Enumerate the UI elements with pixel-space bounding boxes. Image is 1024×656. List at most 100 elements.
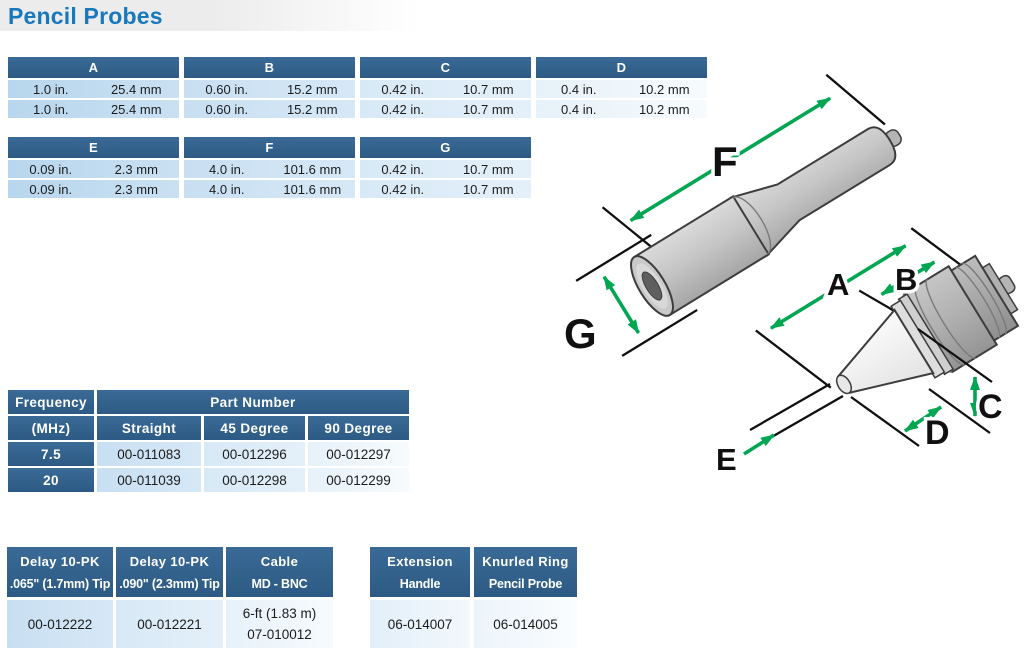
dim-value-mm: 2.3 mm <box>114 181 158 197</box>
header-part-number: Part Number <box>97 390 409 414</box>
header-delay-090: Delay 10-PK .090" (2.3mm) Tip <box>116 547 223 597</box>
table-row: 0.09 in. 2.3 mm <box>8 160 179 178</box>
dim-value-in: 0.09 in. <box>29 161 73 177</box>
pencil-probe-diagram <box>755 227 1020 395</box>
witness-line <box>825 73 886 126</box>
header-straight: Straight <box>97 416 201 440</box>
dim-value-mm: 15.2 mm <box>286 101 338 117</box>
table-row: 0.09 in. 2.3 mm <box>8 180 179 198</box>
part-number-cell: 00-012299 <box>308 468 409 492</box>
col-header-f: F <box>184 137 355 158</box>
dim-arrow-e <box>743 433 775 456</box>
dim-value-mm: 101.6 mm <box>283 161 342 177</box>
header-knurled-ring: Knurled Ring Pencil Probe <box>474 547 577 597</box>
dim-column-e: E 0.09 in. 2.3 mm 0.09 in. 2.3 mm <box>8 137 179 200</box>
col-header-a: A <box>8 57 179 78</box>
table-row: 0.4 in. 10.2 mm <box>536 80 707 98</box>
knurl-line <box>925 278 976 359</box>
header-frequency: Frequency <box>8 390 94 414</box>
dim-value-mm: 10.7 mm <box>462 181 514 197</box>
dim-arrow-g <box>602 275 641 334</box>
handle-shaft <box>729 126 897 258</box>
dim-column-b: B 0.60 in. 15.2 mm 0.60 in. 15.2 mm <box>184 57 355 120</box>
witness-line <box>575 233 652 282</box>
col-header-c: C <box>360 57 531 78</box>
dim-column-a: A 1.0 in. 25.4 mm 1.0 in. 25.4 mm <box>8 57 179 120</box>
dim-value-in: 4.0 in. <box>209 181 245 197</box>
col-header-g: G <box>360 137 531 158</box>
dim-value-in: 0.4 in. <box>561 81 597 97</box>
handle-socket-hole <box>641 271 663 301</box>
witness-line <box>762 395 844 443</box>
dim-label-g: G <box>564 310 597 357</box>
witness-line <box>621 308 698 357</box>
dim-label-c: C <box>978 388 1003 426</box>
part-number-cell: 00-012222 <box>7 600 113 648</box>
part-number-cell: 00-012298 <box>204 468 305 492</box>
dim-value-in: 0.60 in. <box>205 101 249 117</box>
dim-value-in: 1.0 in. <box>33 101 69 117</box>
dimension-table-efg: E 0.09 in. 2.3 mm 0.09 in. 2.3 mm F 4.0 … <box>8 137 531 200</box>
table-row: 0.42 in. 10.7 mm <box>360 160 531 178</box>
dim-value-mm: 15.2 mm <box>286 81 338 97</box>
table-row: 4.0 in. 101.6 mm <box>184 160 355 178</box>
table-row: 4.0 in. 101.6 mm <box>184 180 355 198</box>
part-number-cell: 00-011039 <box>97 468 201 492</box>
dim-value-in: 0.4 in. <box>561 101 597 117</box>
delay-cable-table: Delay 10-PK .065" (1.7mm) Tip Delay 10-P… <box>7 547 333 648</box>
table-row: 0.42 in. 10.7 mm <box>360 80 531 98</box>
title-bar <box>0 0 420 31</box>
dim-label-e: E <box>716 442 737 477</box>
dim-column-f: F 4.0 in. 101.6 mm 4.0 in. 101.6 mm <box>184 137 355 200</box>
cable-part-cell: 6-ft (1.83 m) 07-010012 <box>226 600 333 648</box>
table-row: 0.60 in. 15.2 mm <box>184 80 355 98</box>
dim-arrow-f <box>629 96 832 223</box>
part-number-cell: 06-014007 <box>370 600 470 648</box>
extension-handle-diagram <box>575 73 902 357</box>
dim-value-mm: 25.4 mm <box>110 81 162 97</box>
dim-value-in: 0.42 in. <box>381 81 425 97</box>
header-45-degree: 45 Degree <box>204 416 305 440</box>
dim-arrow-b <box>880 260 936 296</box>
knurl-line <box>914 285 965 366</box>
witness-line <box>755 329 832 389</box>
witness-line <box>850 396 920 447</box>
dim-label-a: A <box>827 267 849 302</box>
table-row: 0.42 in. 10.7 mm <box>360 180 531 198</box>
dim-arrow-d <box>904 405 942 433</box>
dim-value-in: 0.42 in. <box>381 181 425 197</box>
header-mhz: (MHz) <box>8 416 94 440</box>
witness-line <box>910 227 969 271</box>
dim-column-c: C 0.42 in. 10.7 mm 0.42 in. 10.7 mm <box>360 57 531 120</box>
header-delay-065: Delay 10-PK .065" (1.7mm) Tip <box>7 547 113 597</box>
dim-label-f: F <box>712 138 738 185</box>
dim-value-mm: 10.7 mm <box>462 101 514 117</box>
table-row: 0.60 in. 15.2 mm <box>184 100 355 118</box>
dim-arrow-a <box>769 244 907 330</box>
witness-line <box>917 328 993 383</box>
dim-value-in: 0.42 in. <box>381 101 425 117</box>
dim-value-in: 0.60 in. <box>205 81 249 97</box>
part-number-cell: 00-012221 <box>116 600 223 648</box>
page-title: Pencil Probes <box>8 3 163 29</box>
col-header-e: E <box>8 137 179 158</box>
dim-value-in: 4.0 in. <box>209 161 245 177</box>
dim-value-mm: 25.4 mm <box>110 101 162 117</box>
header-cable-md-bnc: Cable MD - BNC <box>226 547 333 597</box>
dim-value-mm: 10.2 mm <box>638 81 690 97</box>
dim-label-b: B <box>895 262 917 297</box>
table-row: 1.0 in. 25.4 mm <box>8 100 179 118</box>
dim-label-d: D <box>925 414 950 452</box>
dim-value-in: 0.42 in. <box>381 161 425 177</box>
dim-value-in: 1.0 in. <box>33 81 69 97</box>
dim-value-mm: 10.7 mm <box>462 81 514 97</box>
witness-line <box>749 383 831 431</box>
frequency-value: 20 <box>8 468 94 492</box>
frequency-value: 7.5 <box>8 442 94 466</box>
dim-value-mm: 10.7 mm <box>462 161 514 177</box>
header-extension-handle: Extension Handle <box>370 547 470 597</box>
probe-groove <box>955 266 1001 339</box>
probe-tip <box>835 374 853 395</box>
witness-line <box>928 388 991 434</box>
